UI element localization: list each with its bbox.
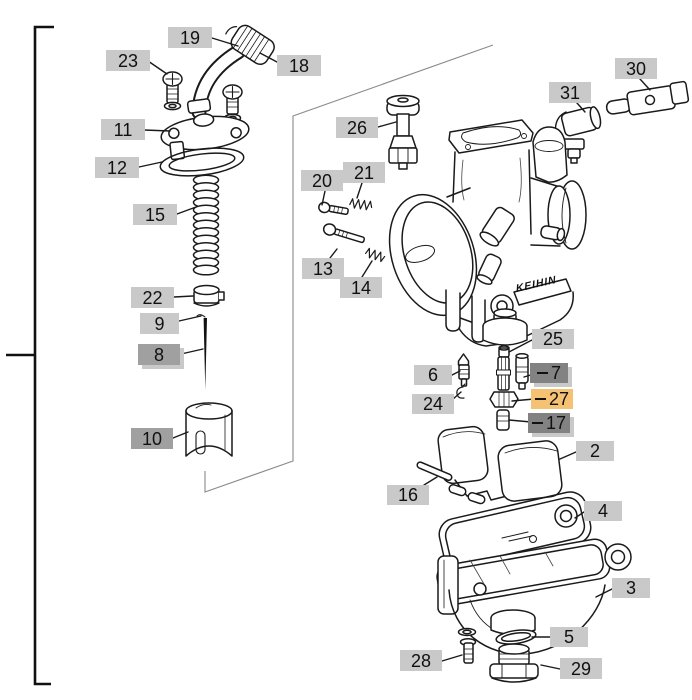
jet-needle-drawing: [196, 314, 207, 390]
slow-jet-drawing: [515, 353, 529, 390]
throttle-slide-drawing: [185, 402, 233, 457]
part-label-24[interactable]: 24: [412, 394, 454, 414]
cover-screw-right-drawing: [222, 84, 243, 123]
leader-dash: [534, 398, 546, 400]
part-label-23[interactable]: 23: [106, 50, 150, 71]
part-label-17[interactable]: 17: [528, 413, 570, 433]
float-valve-drawing: [457, 353, 470, 387]
part-label-13[interactable]: 13: [302, 258, 344, 279]
part-label-16[interactable]: 16: [387, 485, 429, 505]
main-jet-drawing: [496, 409, 510, 431]
jet-tower-drawing: [482, 308, 528, 391]
part-label-18[interactable]: 18: [277, 55, 321, 76]
air-screw-drawing: [318, 201, 349, 216]
part-label-4[interactable]: 4: [584, 501, 622, 521]
float-bowl-drawing: [436, 538, 632, 655]
idle-adjuster-drawing: [386, 94, 420, 170]
boundary-box-line: [204, 44, 494, 493]
valve-clip-drawing: [456, 383, 466, 399]
part-label-31[interactable]: 31: [549, 82, 591, 103]
float-pin-drawing: [416, 461, 453, 482]
vent-joint-drawing: [605, 80, 690, 116]
part-label-26[interactable]: 26: [336, 117, 378, 138]
part-label-5[interactable]: 5: [550, 627, 588, 647]
part-label-22[interactable]: 22: [131, 287, 174, 308]
part-label-3[interactable]: 3: [612, 578, 650, 598]
part-label-9[interactable]: 9: [140, 313, 179, 334]
slide-spring-drawing: [192, 174, 220, 276]
part-label-2[interactable]: 2: [576, 441, 614, 461]
top-cover-drawing: [160, 113, 250, 161]
part-label-11[interactable]: 11: [101, 119, 145, 140]
air-screw-spring-drawing: [349, 198, 373, 211]
idle-screw-spring-drawing: [365, 247, 386, 263]
carburetor-body-drawing: [388, 119, 587, 347]
part-label-30[interactable]: 30: [615, 58, 657, 79]
part-label-28[interactable]: 28: [400, 650, 442, 671]
part-label-12[interactable]: 12: [95, 157, 139, 178]
drain-plug-drawing: [489, 643, 539, 683]
part-label-6[interactable]: 6: [414, 365, 452, 385]
vent-elbow-drawing: [554, 106, 602, 164]
part-label-7[interactable]: 7: [530, 363, 568, 383]
idle-screw-drawing: [322, 223, 366, 244]
drain-screw-drawing: [457, 627, 477, 664]
needle-jet-nut-drawing: [489, 391, 519, 408]
part-label-29[interactable]: 29: [560, 658, 602, 679]
part-label-15[interactable]: 15: [133, 204, 177, 225]
part-label-8[interactable]: 8: [138, 344, 180, 365]
leader-lines: [138, 37, 651, 670]
part-label-27[interactable]: 27: [531, 389, 573, 409]
part-label-20[interactable]: 20: [301, 170, 343, 191]
part-label-10[interactable]: 10: [131, 428, 173, 449]
part-label-21[interactable]: 21: [343, 162, 385, 183]
spring-seat-drawing: [193, 284, 225, 307]
reference-bracket: [6, 25, 54, 686]
leader-dash: [536, 372, 548, 374]
part-label-25[interactable]: 25: [532, 329, 574, 349]
leader-dash: [531, 422, 543, 424]
cover-screw-left-drawing: [162, 71, 183, 111]
part-label-14[interactable]: 14: [340, 277, 382, 298]
part-label-19[interactable]: 19: [168, 27, 212, 48]
float-assembly-drawing: [437, 425, 563, 505]
